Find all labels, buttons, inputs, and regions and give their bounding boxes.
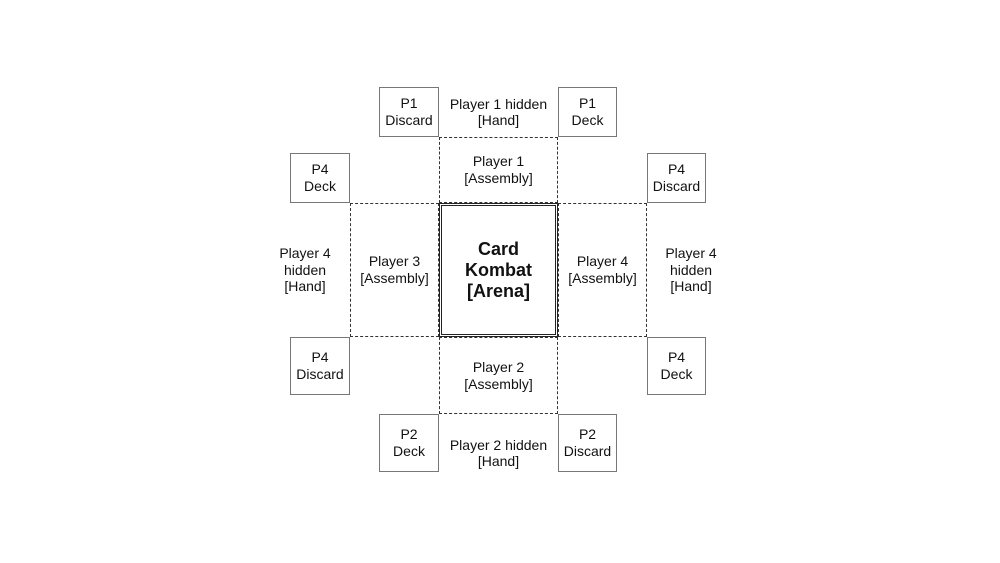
right-hand-label: Player 4 hidden [Hand] — [665, 245, 717, 295]
right-discard-pile: P4 Discard — [647, 153, 706, 203]
p1-deck-pile: P1 Deck — [558, 87, 617, 137]
p4-assembly-zone: Player 4 [Assembly] — [558, 203, 647, 337]
left-hand-label: Player 4 hidden [Hand] — [279, 245, 331, 295]
p1-assembly-zone: Player 1 [Assembly] — [439, 137, 558, 203]
p1-hand-label: Player 1 hidden [Hand] — [449, 95, 548, 129]
p2-deck-pile: P2 Deck — [379, 414, 439, 472]
p2-hand-label: Player 2 hidden [Hand] — [449, 436, 548, 470]
right-deck-pile: P4 Deck — [647, 337, 706, 395]
p2-assembly-zone: Player 2 [Assembly] — [439, 337, 558, 414]
left-deck-pile: P4 Deck — [290, 153, 350, 203]
p2-discard-pile: P2 Discard — [558, 414, 617, 472]
p3-assembly-zone: Player 3 [Assembly] — [350, 203, 439, 337]
arena: Card Kombat [Arena] — [439, 203, 558, 337]
left-discard-pile: P4 Discard — [290, 337, 350, 395]
p1-discard-pile: P1 Discard — [379, 87, 439, 137]
